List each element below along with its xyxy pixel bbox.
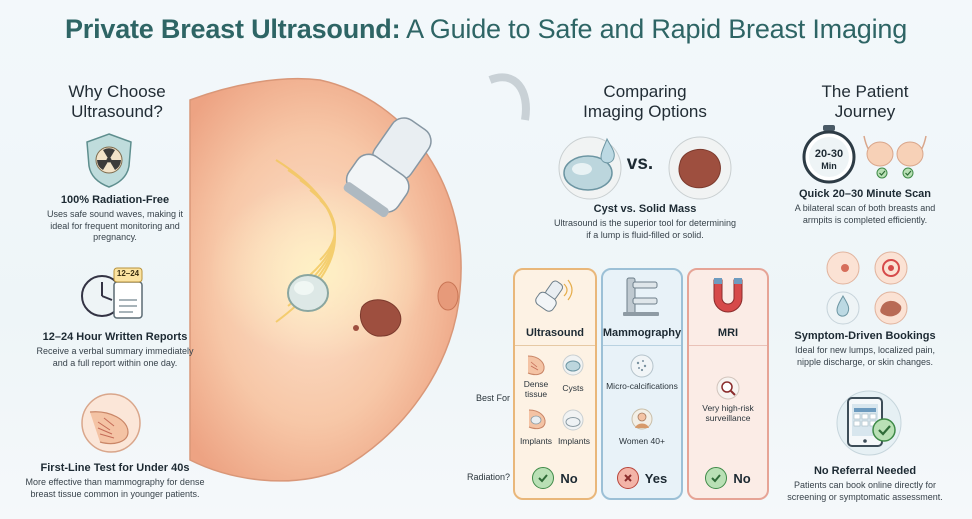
timer-top: 20-30	[814, 148, 844, 160]
radiation-value: No	[733, 470, 751, 486]
right-item-1-title: Quick 20–30 Minute Scan	[798, 188, 932, 200]
divider	[515, 345, 595, 346]
middle-heading-line2: Imaging Options	[583, 102, 707, 121]
left-item-1-title: 100% Radiation-Free	[60, 194, 170, 206]
implant-icon	[562, 409, 584, 431]
radiation-value: Yes	[644, 470, 668, 486]
breast-tissue-icon	[80, 392, 142, 454]
title-rest: A Guide to Safe and Rapid Breast Imaging	[400, 14, 908, 44]
check-icon	[532, 467, 555, 489]
bilateral-breasts-icon	[863, 135, 927, 179]
radiation-shield-icon	[80, 132, 138, 188]
timer-icon: 20-30 Min	[800, 124, 858, 184]
desc-line: if a lump is fluid-filled or solid.	[586, 229, 704, 240]
middle-heading-line1: Comparing	[603, 82, 687, 101]
row-label-best-for: Best For	[475, 393, 510, 403]
implant-icon	[528, 409, 546, 430]
desc-line: pregnancy.	[93, 232, 137, 242]
title-strong: Private Breast Ultrasound:	[64, 14, 401, 44]
right-item-2-desc: Ideal for new lumps, localized pain, nip…	[772, 345, 958, 368]
vs-label: vs.	[626, 153, 654, 174]
mammography-radiation: Yes	[601, 467, 683, 489]
row-label-radiation: Radiation?	[466, 472, 510, 482]
right-item-2-title: Symptom-Driven Bookings	[794, 330, 936, 342]
desc-line: Uses safe sound waves, making it	[46, 209, 184, 219]
desc-line: More effective than mammography for dens…	[25, 477, 205, 487]
divider	[689, 345, 767, 346]
left-item-2-desc: Receive a verbal summary immediately and…	[14, 346, 216, 369]
right-item-3-desc: Patients can book online directly for sc…	[768, 480, 962, 503]
middle-heading: Comparing Imaging Options	[545, 82, 745, 122]
desc-line: Patients can book online directly for	[793, 480, 937, 490]
left-item-1-desc: Uses safe sound waves, making it ideal f…	[20, 209, 210, 244]
cyst-icon	[562, 354, 584, 376]
mri-magnet-icon	[713, 278, 743, 313]
desc-line: Ultrasound is the superior tool for dete…	[553, 218, 737, 228]
report-badge: 12–24	[116, 269, 140, 278]
desc-line: A bilateral scan of both breasts and	[794, 203, 936, 213]
best-for-implants-2: Implants	[557, 436, 591, 446]
desc-line: and a full report within one day.	[52, 357, 178, 368]
magnifier-icon	[716, 376, 740, 400]
left-item-2-title: 12–24 Hour Written Reports	[42, 331, 188, 343]
right-heading: The Patient Journey	[780, 82, 950, 122]
left-heading-line1: Why Choose	[68, 82, 166, 101]
right-heading-line2: Journey	[834, 102, 896, 121]
best-for-women-40: Women 40+	[619, 436, 665, 446]
check-icon	[705, 467, 728, 489]
compare-desc: Ultrasound is the superior tool for dete…	[530, 218, 760, 241]
cyst-vs-mass-illustration	[558, 136, 732, 200]
left-heading-line2: Ultrasound?	[71, 102, 163, 121]
desc-line: breast tissue common in younger patients…	[30, 488, 200, 499]
page-title: Private Breast Ultrasound: A Guide to Sa…	[0, 14, 972, 45]
desc-line: ideal for frequent monitoring and	[50, 220, 180, 231]
left-heading: Why Choose Ultrasound?	[32, 82, 202, 122]
breast-ultrasound-illustration	[189, 73, 530, 482]
symptoms-icon	[826, 251, 908, 325]
radiation-value: No	[560, 470, 578, 486]
mammography-machine-icon	[623, 277, 659, 316]
desc-line: Receive a verbal summary immediately	[36, 346, 194, 356]
mri-col-title: MRI	[717, 327, 739, 339]
right-item-3-title: No Referral Needed	[813, 465, 917, 477]
desc-line: armpits is completed efficiently.	[802, 214, 928, 225]
right-item-1-desc: A bilateral scan of both breasts and arm…	[772, 203, 958, 226]
best-for-implants: Implants	[519, 436, 553, 446]
right-heading-line1: The Patient	[821, 82, 909, 101]
left-item-3-title: First-Line Test for Under 40s	[40, 462, 190, 474]
desc-line: Ideal for new lumps, localized pain,	[794, 345, 936, 355]
best-for-cysts: Cysts	[562, 383, 584, 393]
compare-title: Cyst vs. Solid Mass	[593, 203, 697, 215]
mammography-card	[601, 268, 683, 500]
ultrasound-probe-icon	[535, 279, 573, 312]
ultrasound-col-title: Ultrasound	[525, 327, 585, 339]
desc-line: nipple discharge, or skin changes.	[796, 356, 934, 367]
best-for-high-risk: Very high-risk surveillance	[702, 403, 754, 423]
woman-icon	[631, 408, 653, 430]
micro-calcifications-icon	[630, 354, 654, 378]
desc-line: screening or symptomatic assessment.	[787, 491, 943, 502]
clock-report-icon: 12–24	[78, 264, 148, 324]
cross-icon	[616, 467, 639, 489]
best-for-dense-tissue: Dense tissue	[523, 379, 549, 399]
tablet-booking-icon	[836, 390, 902, 456]
mri-radiation: No	[687, 467, 769, 489]
left-item-3-desc: More effective than mammography for dens…	[10, 477, 220, 500]
best-for-micro-calcifications: Micro-calcifications	[606, 381, 678, 391]
dense-tissue-icon	[527, 355, 545, 376]
divider	[603, 345, 681, 346]
timer-bottom: Min	[821, 161, 837, 171]
mammography-col-title: Mammography	[602, 327, 682, 339]
ultrasound-radiation: No	[513, 467, 597, 489]
